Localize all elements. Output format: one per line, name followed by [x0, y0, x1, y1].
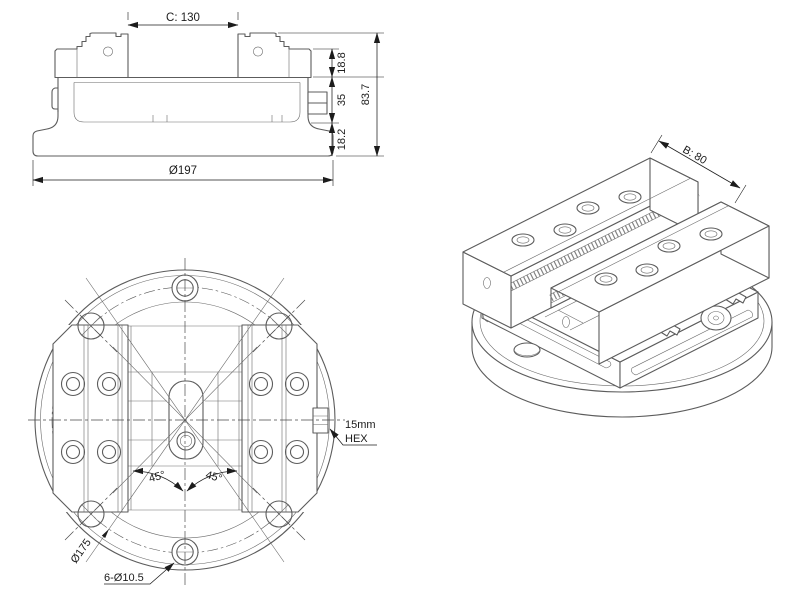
- top-dimensions: 45° 45° Ø175 6-Ø10.5 15mm HEX: [69, 419, 377, 585]
- top-view: 45° 45° Ø175 6-Ø10.5 15mm HEX: [28, 258, 377, 586]
- iso-left-wall-groove: [489, 301, 612, 369]
- front-jaw-screws: [594, 227, 723, 286]
- top-hex-drive: [312, 407, 329, 434]
- top-centerlines: [28, 258, 345, 586]
- corner-screw: [64, 487, 118, 541]
- top-center-screw-inner: [180, 434, 193, 447]
- front-jaw-edge-line: [557, 205, 729, 293]
- dim-jaw-opening: C: 130: [166, 12, 200, 24]
- top-geometry: [28, 258, 345, 586]
- rear-jaw-serration: [509, 189, 700, 291]
- iso-base-hole-depth: [514, 351, 540, 357]
- front-geometry: [32, 32, 334, 157]
- iso-front-jaw: [549, 201, 770, 365]
- front-jaw-right: [237, 32, 312, 79]
- dim-hex-line1: 15mm: [345, 419, 376, 431]
- dim-base-height: 18.2: [336, 129, 348, 150]
- corner-screw: [252, 299, 306, 353]
- iso-right-wall-groove: [631, 309, 753, 376]
- front-jaw-left: [54, 32, 129, 79]
- dim-overall-height: 83.7: [360, 84, 372, 105]
- front-jaw-side-hole: [562, 316, 570, 328]
- rear-jaw-screws: [511, 190, 642, 247]
- dim-jaw-width: B: 80: [680, 144, 708, 167]
- dim-angle-left: 45°: [148, 469, 167, 485]
- top-center-screw-outer: [176, 431, 196, 451]
- dim-bolt-circle: Ø175: [69, 537, 94, 566]
- isometric-view: B: 80: [462, 134, 773, 418]
- dim-jaw-height: 18.8: [336, 52, 348, 73]
- front-view: C: 130 18.8 35 18.2 83.7 Ø197: [32, 12, 384, 186]
- front-hex-drive: [307, 91, 328, 115]
- top-corner-screws: [64, 299, 306, 541]
- corner-screw: [252, 487, 306, 541]
- iso-hex-boss: [700, 305, 732, 331]
- front-recess: [73, 82, 301, 123]
- front-base-outline: [32, 109, 334, 157]
- top-jaw-plate-right: [241, 324, 318, 513]
- dim-body-height: 35: [336, 94, 348, 106]
- dim-angle-right: 45°: [204, 469, 223, 485]
- corner-screw: [64, 299, 118, 353]
- front-recess-ticks: [152, 115, 283, 122]
- rear-jaw-side-hole: [483, 277, 491, 289]
- front-left-tab: [51, 87, 59, 110]
- front-dimensions: C: 130 18.8 35 18.2 83.7 Ø197: [32, 12, 384, 186]
- dim-mount-holes: 6-Ø10.5: [104, 572, 144, 584]
- top-jaw-plate-left: [52, 324, 129, 513]
- iso-base-hole: [513, 342, 541, 358]
- bolt-circle-arrow: [101, 529, 109, 538]
- dim-hex-line2: HEX: [345, 433, 368, 445]
- dim-base-diameter: Ø197: [169, 165, 197, 177]
- rear-jaw-edge-line: [503, 177, 692, 273]
